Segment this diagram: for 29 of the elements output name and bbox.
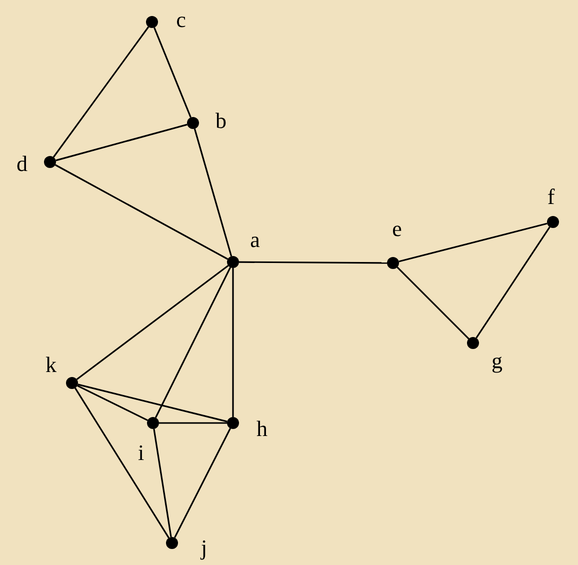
graph-edge: [159, 422, 227, 424]
vertex-label: a: [250, 229, 260, 251]
graph-edge: [239, 261, 387, 264]
vertex-label: c: [176, 9, 186, 31]
graph-edge: [78, 384, 228, 422]
vertex-label: j: [200, 537, 208, 559]
vertex-label: e: [392, 218, 402, 240]
graph-edge: [396, 266, 470, 340]
graph-edge: [232, 268, 234, 417]
graph-edge: [476, 226, 550, 338]
vertex-label: f: [547, 186, 555, 208]
graph-edge: [76, 264, 229, 380]
vertex-label: b: [216, 110, 226, 132]
graph-edge: [398, 222, 548, 262]
graph-edge: [56, 124, 188, 162]
graph-edge: [153, 428, 172, 538]
graph-edge: [194, 128, 232, 256]
graph-edge: [77, 384, 148, 422]
graph-edge: [52, 26, 150, 158]
vertex-label: k: [46, 354, 56, 376]
graph-edge: [74, 388, 170, 538]
graph-edge: [174, 428, 231, 538]
graph-edge: [154, 27, 192, 118]
vertex-label: i: [138, 442, 144, 464]
vertex-label: d: [16, 153, 28, 175]
graph-edge: [154, 267, 232, 418]
vertex-label: g: [492, 350, 502, 372]
graph-edge: [54, 164, 228, 260]
vertex-label: h: [256, 418, 268, 440]
